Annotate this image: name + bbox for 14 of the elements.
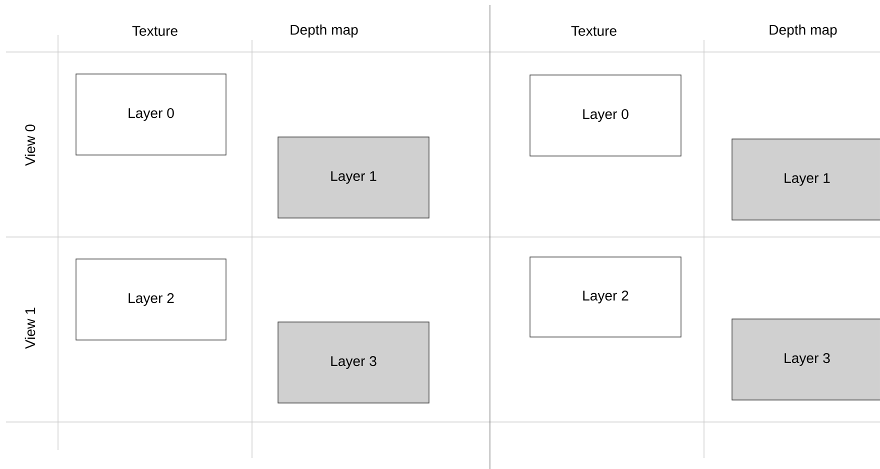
layer-box: Layer 3 xyxy=(732,318,880,400)
layer-box: Layer 0 xyxy=(76,74,226,156)
column-header: Depth map xyxy=(290,24,358,38)
layer-box: Layer 1 xyxy=(732,138,880,220)
column-header: Depth map xyxy=(770,24,837,38)
layer-box: Layer 2 xyxy=(76,258,226,340)
layer-box: Layer 3 xyxy=(278,322,430,404)
layer-box: Layer 2 xyxy=(530,256,682,338)
row-header: View 0 xyxy=(24,124,36,166)
column-header: Texture xyxy=(571,26,616,36)
layer-box: Layer 1 xyxy=(278,136,430,218)
column-header: Texture xyxy=(132,26,178,36)
layer-box: Layer 0 xyxy=(530,74,682,156)
row-header: View 1 xyxy=(24,308,36,349)
